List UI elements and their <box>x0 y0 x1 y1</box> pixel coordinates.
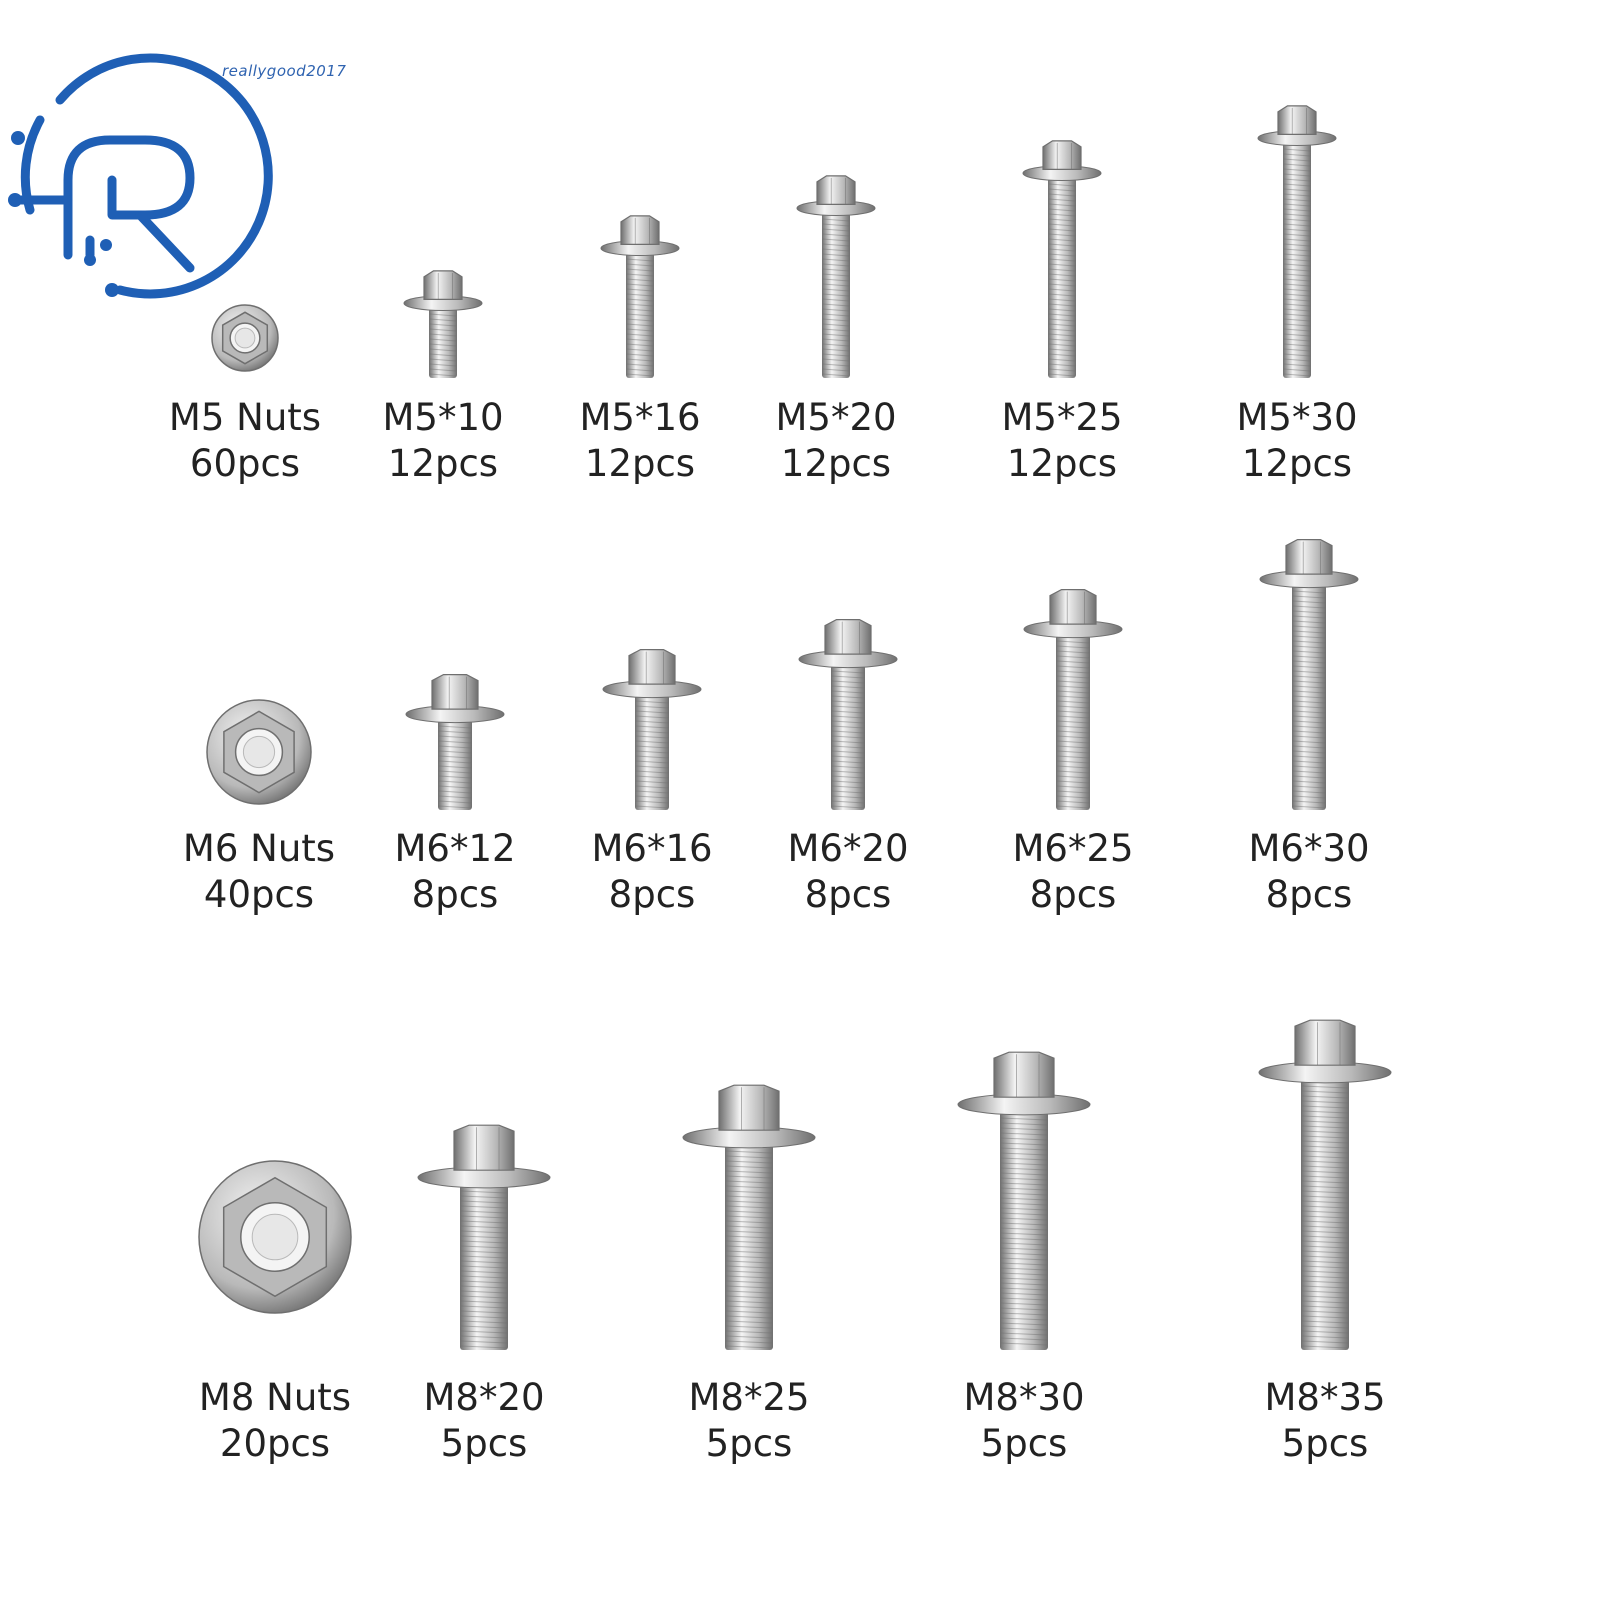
bolt-shape <box>798 619 898 810</box>
quantity-text: 5pcs <box>1281 1422 1369 1465</box>
bolt-shape <box>796 175 876 378</box>
nut-shape <box>206 699 312 805</box>
size-text: M5*25 <box>1001 396 1123 439</box>
quantity-text: 12pcs <box>584 442 696 485</box>
brand-logo <box>8 53 273 299</box>
quantity-text: 8pcs <box>804 873 892 916</box>
quantity-text: 8pcs <box>1265 873 1353 916</box>
quantity-text: 8pcs <box>608 873 696 916</box>
nut-shape <box>198 1160 352 1314</box>
size-text: M6 Nuts <box>182 827 336 870</box>
bolt-shape <box>405 674 505 810</box>
quantity-text: 8pcs <box>411 873 499 916</box>
bolt-shape <box>957 1051 1091 1350</box>
bolt-shape <box>1023 589 1123 810</box>
bolt-shape <box>1259 539 1359 810</box>
size-text: M5*10 <box>382 396 504 439</box>
size-text: M5*20 <box>775 396 897 439</box>
bolt-shape <box>602 649 702 810</box>
quantity-text: 8pcs <box>1029 873 1117 916</box>
size-text: M8*25 <box>688 1376 810 1419</box>
bolt-shape <box>1022 140 1102 378</box>
size-text: M8 Nuts <box>198 1376 352 1419</box>
bolt-shape <box>682 1084 816 1350</box>
bolt-shape <box>417 1124 551 1350</box>
size-text: M5*30 <box>1236 396 1358 439</box>
nut-shape <box>211 304 279 372</box>
size-text: M6*25 <box>1012 827 1134 870</box>
quantity-text: 40pcs <box>203 873 315 916</box>
size-text: M6*20 <box>787 827 909 870</box>
quantity-text: 12pcs <box>1006 442 1118 485</box>
size-text: M6*16 <box>591 827 713 870</box>
quantity-text: 60pcs <box>189 442 301 485</box>
quantity-text: 5pcs <box>980 1422 1068 1465</box>
brand-watermark-text: reallygood2017 <box>222 62 347 80</box>
quantity-text: 5pcs <box>440 1422 528 1465</box>
size-text: M6*12 <box>394 827 516 870</box>
bolt-shape <box>1258 1019 1392 1350</box>
size-text: M8*35 <box>1264 1376 1386 1419</box>
size-text: M6*30 <box>1248 827 1370 870</box>
quantity-text: 20pcs <box>219 1422 331 1465</box>
quantity-text: 5pcs <box>705 1422 793 1465</box>
quantity-text: 12pcs <box>387 442 499 485</box>
size-text: M8*30 <box>963 1376 1085 1419</box>
bolt-shape <box>600 215 680 378</box>
bolt-shape <box>1257 105 1337 378</box>
quantity-text: 12pcs <box>1241 442 1353 485</box>
size-text: M5 Nuts <box>168 396 322 439</box>
quantity-text: 12pcs <box>780 442 892 485</box>
size-text: M8*20 <box>423 1376 545 1419</box>
bolt-shape <box>403 270 483 378</box>
size-text: M5*16 <box>579 396 701 439</box>
